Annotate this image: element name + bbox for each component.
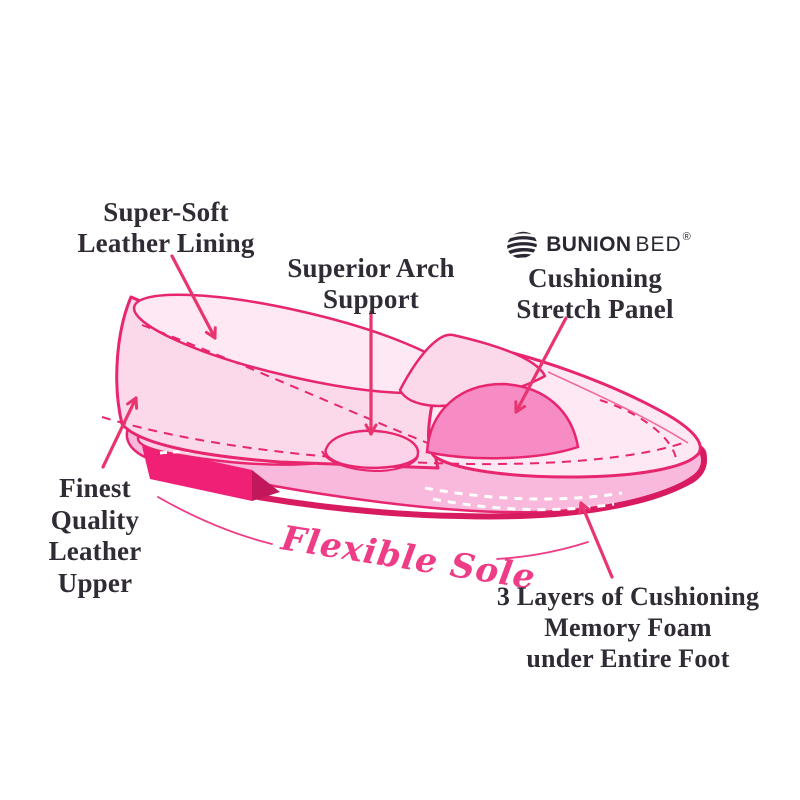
forefoot-stitching (424, 486, 623, 512)
arch-support-pad (321, 429, 420, 473)
stretch-panel-dome (425, 382, 580, 460)
vamp-seam-line (547, 371, 689, 444)
arrow-stretch-panel (514, 316, 568, 414)
callout-stretch-panel: Cushioning Stretch Panel (516, 263, 674, 324)
arrow-leather-upper (101, 396, 139, 469)
callout-leather-upper: Finest Quality Leather Upper (48, 473, 142, 598)
bunionbed-logo: BUNION BED ® (498, 229, 698, 261)
left-swash (157, 496, 273, 545)
logo-word-bunion: BUNION (546, 233, 632, 256)
arrow-leather-lining (170, 254, 217, 340)
logo-word-bed: BED (635, 233, 682, 256)
outsole-rim (255, 447, 707, 520)
lining-dashed-seam (141, 324, 441, 449)
registered-trademark-symbol: ® (682, 231, 691, 243)
striped-sphere-icon (505, 230, 541, 260)
toe-dashed-seam (599, 399, 677, 459)
callout-memory-foam: 3 Layers of Cushioning Memory Foam under… (496, 582, 760, 674)
arrow-memory-foam (578, 501, 614, 579)
leader-arrows (101, 254, 614, 579)
heel-block (142, 446, 280, 501)
insole-dashed-edge (101, 416, 687, 466)
right-swash (496, 541, 589, 560)
callout-leather-lining: Super-Soft Leather Lining (77, 197, 255, 258)
callout-arch-support: Superior Arch Support (287, 253, 455, 314)
